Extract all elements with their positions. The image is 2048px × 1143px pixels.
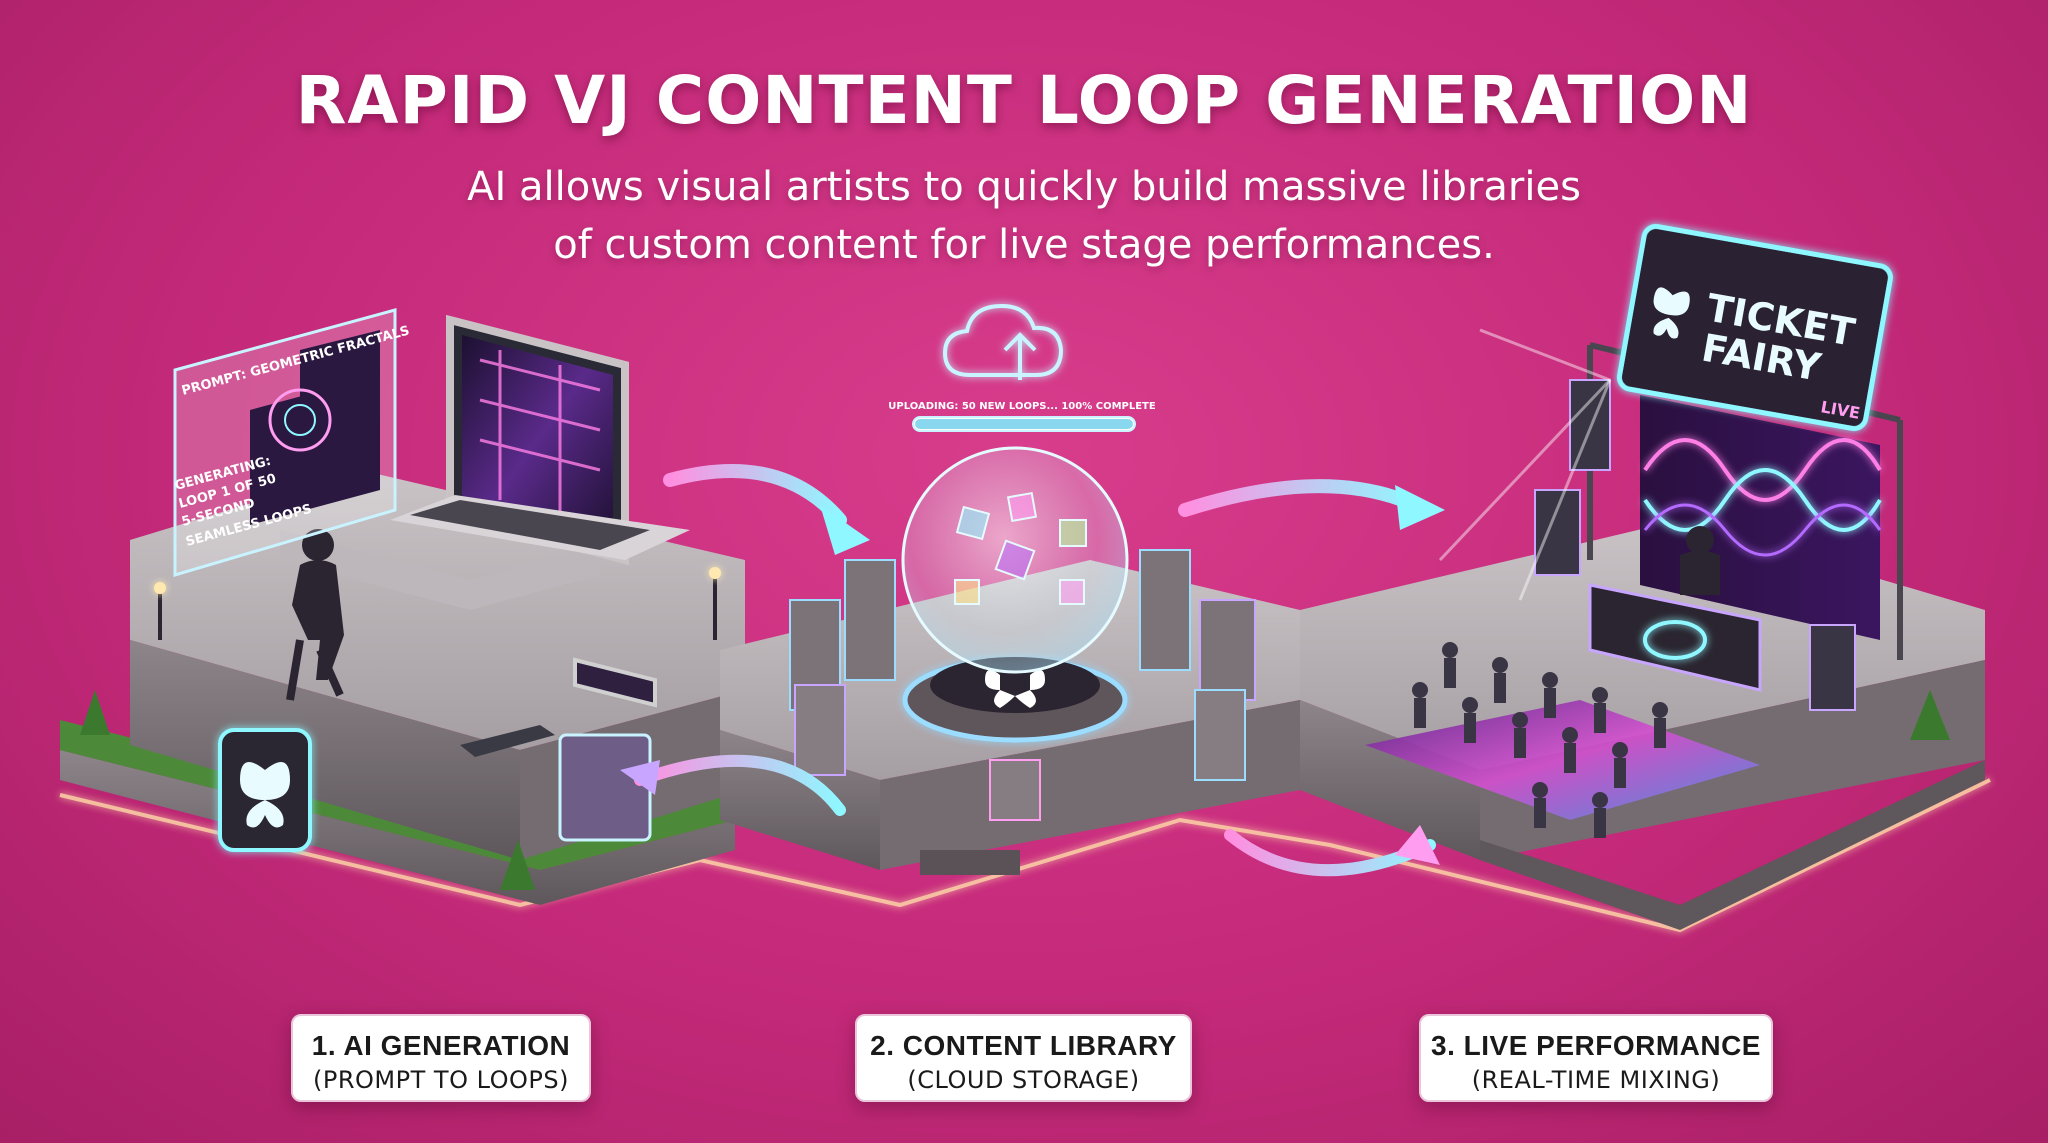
arrow-return-lower bbox=[1224, 829, 1436, 877]
speakers bbox=[1534, 379, 1856, 711]
lamps-left bbox=[154, 567, 721, 640]
step-2-label: 2. CONTENT LIBRARY bbox=[870, 1030, 1177, 1061]
page-subtitle: AI allows visual artists to quickly buil… bbox=[274, 158, 1774, 274]
subtitle-line-1: AI allows visual artists to quickly buil… bbox=[467, 164, 1581, 210]
step-card-content-library: 2. CONTENT LIBRARY (CLOUD STORAGE) bbox=[855, 1014, 1192, 1102]
upload-progress-fill bbox=[915, 419, 1133, 429]
dj-booth bbox=[1588, 526, 1762, 692]
platform-live-performance: TICKET FAIRY LIVE bbox=[1300, 223, 1985, 930]
tablet bbox=[573, 657, 657, 708]
step-1-sub: (PROMPT TO LOOPS) bbox=[313, 1066, 569, 1094]
step-3-label: 3. LIVE PERFORMANCE bbox=[1431, 1030, 1761, 1061]
prompt-hologram-panel bbox=[173, 308, 397, 578]
platform-content-library: UPLOADING: 50 NEW LOOPS... 100% COMPLETE bbox=[720, 303, 1300, 875]
step-1-label: 1. AI GENERATION bbox=[311, 1030, 571, 1061]
floating-cubes bbox=[954, 491, 1087, 605]
step-card-ai-generation: 1. AI GENERATION (PROMPT TO LOOPS) bbox=[291, 1014, 591, 1102]
step-card-live-performance: 3. LIVE PERFORMANCE (REAL-TIME MIXING) bbox=[1419, 1014, 1773, 1102]
laser-beams bbox=[1438, 328, 1612, 601]
doorway bbox=[558, 733, 652, 842]
fairy-logo-tile bbox=[218, 728, 312, 852]
vent-panel bbox=[920, 850, 1020, 875]
flow-arrows bbox=[620, 464, 1445, 877]
step-3-sub: (REAL-TIME MIXING) bbox=[1471, 1066, 1721, 1094]
step-2-sub: (CLOUD STORAGE) bbox=[907, 1066, 1140, 1094]
pedestal-fairy-logo bbox=[985, 670, 1045, 708]
page-title: RAPID VJ CONTENT LOOP GENERATION bbox=[295, 62, 1753, 139]
upload-status-text: UPLOADING: 50 NEW LOOPS... 100% COMPLETE bbox=[888, 401, 1156, 412]
subtitle-line-2: of custom content for live stage perform… bbox=[553, 222, 1495, 268]
arrow-generation-to-library bbox=[663, 464, 847, 527]
platform-ai-generation bbox=[60, 308, 745, 905]
upload-progress-bar bbox=[912, 416, 1136, 432]
tree-right bbox=[1910, 690, 1950, 740]
keyboard bbox=[460, 725, 555, 757]
ticket-fairy-sign: TICKET FAIRY LIVE bbox=[1616, 223, 1893, 432]
trees-left bbox=[80, 690, 535, 890]
laptop bbox=[390, 314, 690, 566]
crowd bbox=[1412, 642, 1668, 838]
server-racks bbox=[789, 549, 1256, 821]
artist-figure bbox=[286, 529, 344, 701]
arrow-library-to-performance bbox=[1178, 479, 1422, 517]
arrow-doorway-loop bbox=[634, 754, 846, 816]
cloud-upload-icon bbox=[942, 303, 1064, 380]
